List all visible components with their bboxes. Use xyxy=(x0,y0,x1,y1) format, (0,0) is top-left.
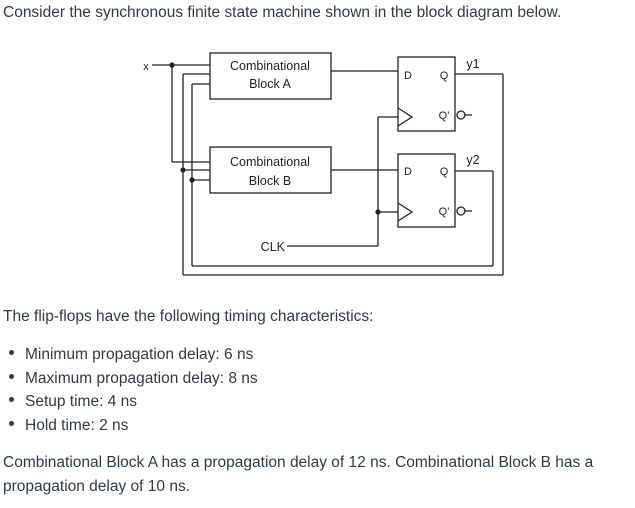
input-x-label: x xyxy=(143,61,149,73)
junction-dot-y2 xyxy=(189,177,195,183)
timing-heading: The flip-flops have the following timing… xyxy=(3,308,374,325)
list-item-text: Hold time: 2 ns xyxy=(25,416,129,434)
junction-dot-y1 xyxy=(180,167,186,173)
bullet-icon xyxy=(9,397,14,403)
closing-paragraph: Combinational Block A has a propagation … xyxy=(3,454,594,495)
ff2-d-label: D xyxy=(404,166,412,178)
list-item: Hold time: 2 ns xyxy=(9,414,258,438)
ff1-d-label: D xyxy=(404,70,412,82)
block-a-line2: Block A xyxy=(249,77,291,91)
fsm-block-diagram: x Combinational Block A Combinational Bl… xyxy=(143,52,504,276)
list-item-text: Minimum propagation delay: 6 ns xyxy=(25,346,254,363)
timing-list: Minimum propagation delay: 6 ns Maximum … xyxy=(9,343,258,437)
block-a-line1: Combinational xyxy=(230,59,310,73)
ff1-q-label: Q xyxy=(440,70,449,82)
ff1-qbar-label: Q' xyxy=(439,110,450,122)
junction-dot-clk xyxy=(375,209,381,215)
bullet-icon xyxy=(9,373,14,379)
ff2-output-label: y2 xyxy=(466,153,479,167)
block-b-line1: Combinational xyxy=(230,155,310,169)
ff2-qbar-label: Q' xyxy=(439,206,450,218)
ff1-output-label: y1 xyxy=(466,57,479,71)
junction-dot-x xyxy=(169,62,175,68)
intro-text: Consider the synchronous finite state ma… xyxy=(3,4,562,21)
bullet-icon xyxy=(9,350,14,356)
list-item: Maximum propagation delay: 8 ns xyxy=(9,367,258,391)
ff2-q-label: Q xyxy=(440,166,449,178)
clk-label: CLK xyxy=(261,240,286,254)
bullet-icon xyxy=(9,420,14,426)
list-item-text: Maximum propagation delay: 8 ns xyxy=(25,369,258,387)
list-item-text: Setup time: 4 ns xyxy=(25,393,138,410)
list-item: Minimum propagation delay: 6 ns xyxy=(9,343,258,367)
list-item: Setup time: 4 ns xyxy=(9,390,258,414)
block-b-line2: Block B xyxy=(249,174,291,188)
